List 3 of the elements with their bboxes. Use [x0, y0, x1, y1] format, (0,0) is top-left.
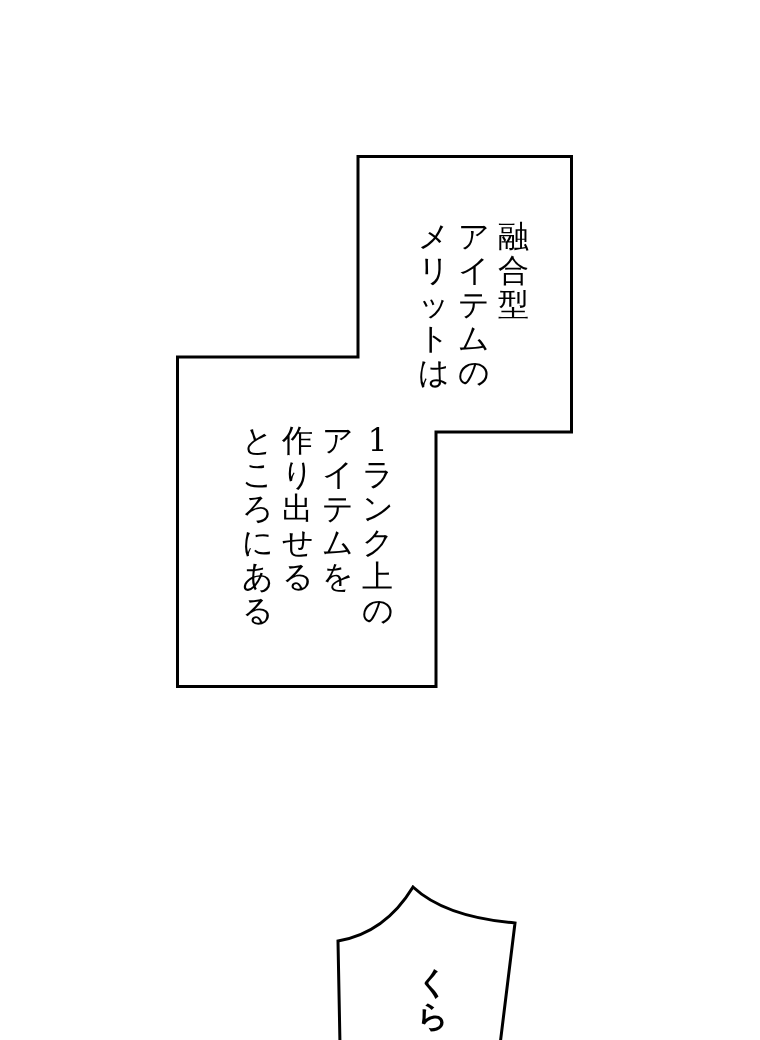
caption-text: 融合型アイテムのメリットは: [418, 219, 529, 390]
caption-text: 1ランク上のアイテムを作り出せるところにある: [242, 423, 393, 628]
speech-text: くら: [417, 965, 448, 1034]
